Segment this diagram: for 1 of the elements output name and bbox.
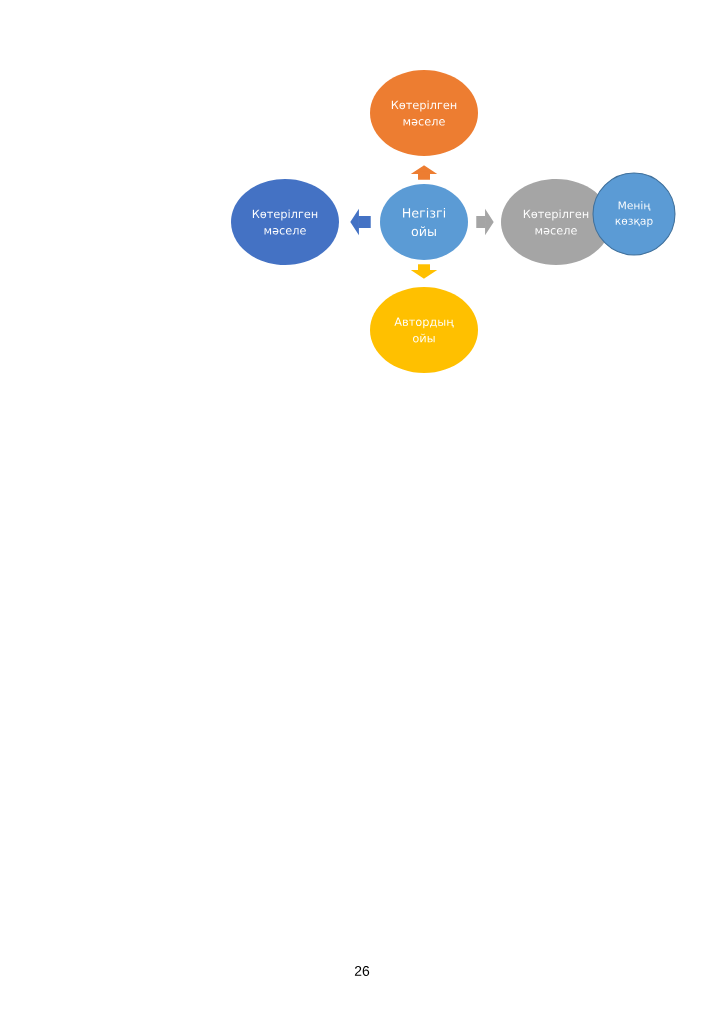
page-number: 26 <box>354 966 370 976</box>
